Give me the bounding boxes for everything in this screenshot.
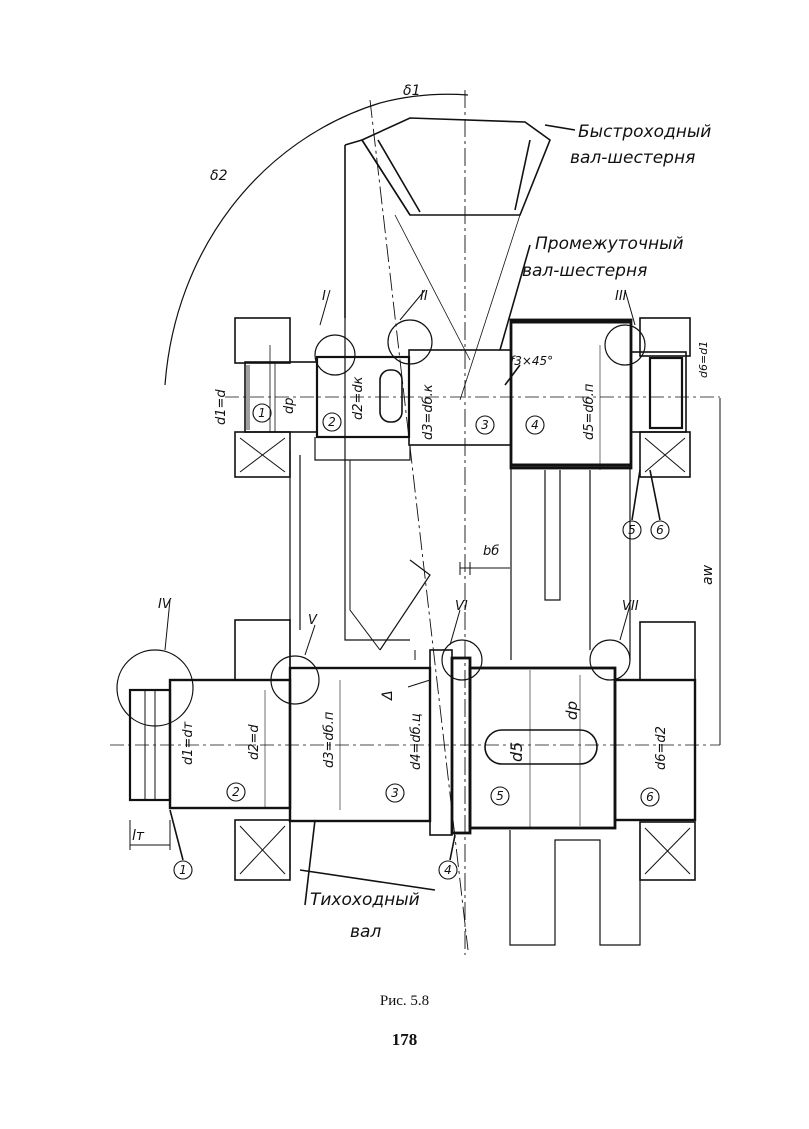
label-d2-eq-d: d2=d: [247, 724, 262, 760]
keyway-upper: [380, 370, 402, 422]
int-gear-4: [511, 320, 631, 468]
label-bb: bб: [483, 544, 499, 559]
label-d5: d5: [507, 742, 526, 762]
mesh-line-a: [395, 215, 470, 360]
bevel-gear-teeth: [362, 140, 530, 215]
label-mid-2: вал-шестерня: [522, 261, 647, 281]
label-d2-eq-dk: d2=dк: [351, 376, 366, 420]
num-4-upper: 4: [531, 418, 539, 432]
label-fast-2: вал-шестерня: [570, 148, 695, 168]
angle-arc-delta2: [165, 103, 380, 385]
label-d5-eq-dbp: d5=dб.п: [582, 383, 597, 440]
bearing-lower-left-top: [235, 620, 290, 680]
figure-caption: Рис. 5.8: [0, 993, 809, 1010]
detail-circle-I: [315, 335, 355, 375]
num-5-lower: 5: [496, 789, 504, 803]
label-d3-eq-dbk: d3=dб.к: [421, 384, 436, 440]
label-d6-eq-d1: d6=d1: [697, 341, 710, 378]
label-d1-eq-dt: d1=dт: [181, 721, 196, 765]
num-3-upper: 3: [481, 418, 489, 432]
label-lt: lт: [132, 828, 145, 844]
num-6-upper: 6: [656, 523, 664, 537]
bearing-upper-left-top: [235, 318, 290, 363]
num-3-lower: 3: [391, 786, 399, 800]
detail-circle-III: [605, 325, 645, 365]
label-slow-1: Тихоходный: [310, 890, 420, 910]
angle-arc-delta1: [380, 94, 468, 103]
detail-circle-VI: [442, 640, 482, 680]
label-d3-eq-dbp: d3=dб.п: [322, 711, 337, 768]
label-slow-2: вал: [350, 922, 381, 942]
num-5-upper: 5: [628, 523, 636, 537]
num-2-upper: 2: [328, 415, 336, 429]
section-mark-III: III: [615, 289, 627, 304]
num-2-lower: 2: [232, 785, 240, 799]
label-d1-eq-d: d1=d: [214, 389, 229, 425]
label-d6-eq-d2: d6=d2: [654, 726, 669, 770]
section-mark-VI: VI: [455, 599, 468, 614]
label-delta1: δ1: [403, 83, 420, 99]
label-d4-eq-dbu: d4=dб.ц: [409, 713, 424, 770]
int-step-5: [631, 352, 686, 432]
label-chamfer: f3×45°: [510, 354, 553, 368]
section-mark-VII: VII: [622, 599, 639, 614]
section-mark-V: V: [308, 613, 318, 628]
housing-line-top: [345, 140, 362, 318]
bevel-gear-outline: [362, 118, 550, 215]
num-1-lower: 1: [179, 863, 187, 877]
int-step-6: [650, 358, 682, 428]
bearing-upper-right-top: [640, 318, 690, 356]
num-4-lower: 4: [444, 863, 452, 877]
label-mid-1: Промежуточный: [535, 234, 684, 254]
label-fast-1: Быстроходный: [578, 122, 711, 142]
page-number: 178: [0, 1030, 809, 1050]
section-mark-II: II: [420, 289, 428, 304]
slow-collar-4: [452, 658, 470, 833]
detail-circle-VII: [590, 640, 630, 680]
label-delta: Δ: [380, 690, 396, 701]
label-aw: aw: [700, 564, 716, 585]
label-dp-lower: dp: [563, 701, 581, 720]
label-delta2: δ2: [210, 168, 228, 184]
section-mark-I: I: [322, 289, 326, 304]
section-mark-IV: IV: [158, 597, 172, 612]
bearing-lower-right-top: [640, 622, 695, 680]
slow-collar-4b: [430, 650, 452, 835]
slow-gear-5: [470, 668, 615, 828]
num-1-upper: 1: [258, 406, 266, 420]
label-dp-upper: dp: [282, 397, 297, 414]
num-6-lower: 6: [646, 790, 654, 804]
